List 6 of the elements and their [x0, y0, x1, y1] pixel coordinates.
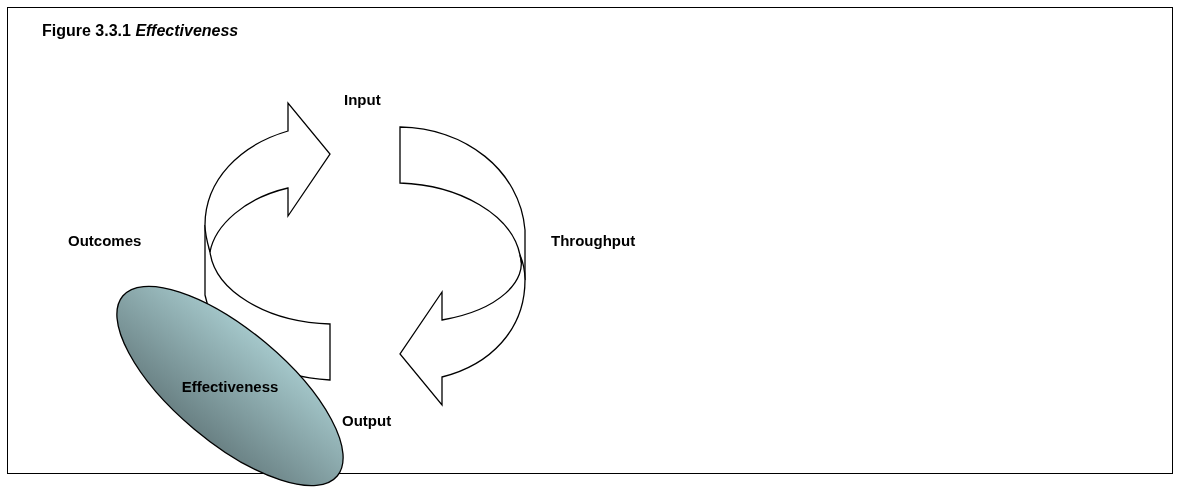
stage-label: Output	[342, 413, 392, 428]
stage-label: Input	[344, 92, 381, 107]
stage-label: Outcomes	[68, 233, 142, 248]
stage-label: Throughput	[551, 233, 636, 248]
node-label: Effectiveness	[180, 377, 280, 395]
figure-title: Figure 3.3.1 Effectiveness	[42, 23, 239, 39]
